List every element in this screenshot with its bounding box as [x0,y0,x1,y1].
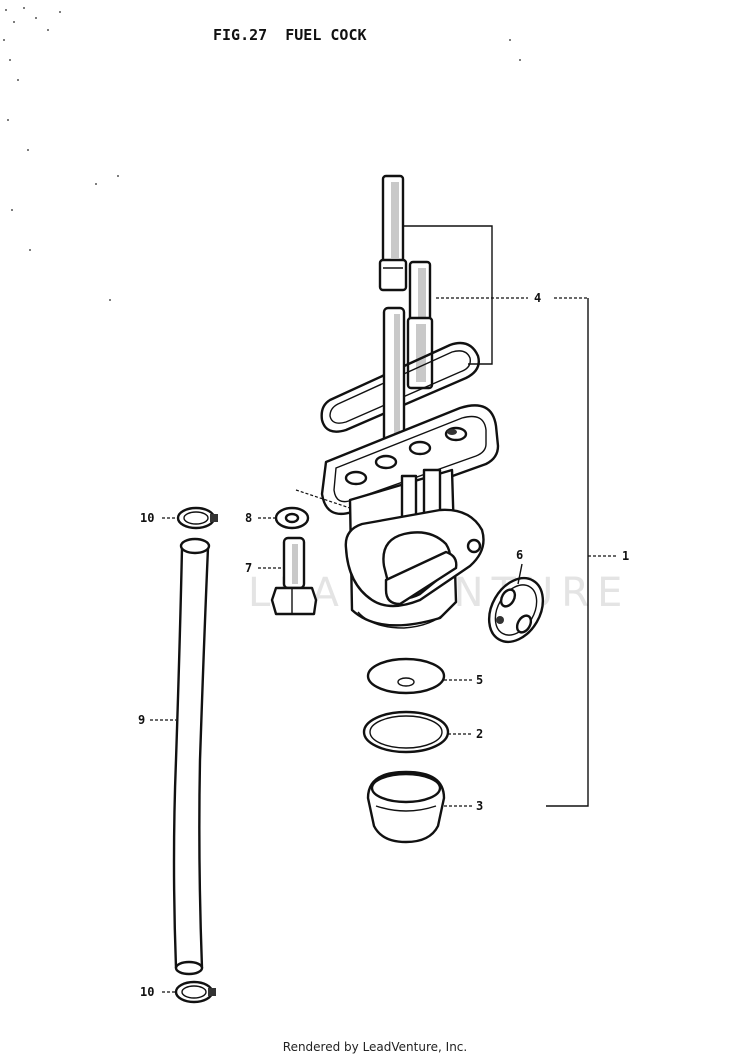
callout-8: 8 [245,511,252,525]
callout-10-bottom: 10 [140,985,154,999]
screw-part-4b [406,260,434,390]
o-ring-part-2 [362,710,450,754]
fuel-hose-part-9 [172,537,211,976]
filter-disc-part-5 [366,657,446,695]
mounting-flange [320,404,500,516]
callout-1: 1 [622,549,629,563]
callout-10-top: 10 [140,511,154,525]
hose-clamp-part-10-bottom [174,980,216,1004]
washer-part-8 [274,506,310,530]
sediment-bowl-part-3 [366,770,446,844]
callout-2: 2 [476,727,483,741]
callout-3: 3 [476,799,483,813]
gasket-ring [320,341,480,433]
hose-clamp-part-10-top [176,506,218,530]
leader-lines [150,225,618,993]
scan-noise [3,7,521,301]
fuel-cock-body [344,468,485,629]
callout-4: 4 [534,291,541,305]
footer-credit: Rendered by LeadVenture, Inc. [282,1040,468,1054]
callout-6: 6 [516,548,523,562]
bolt-part-7 [270,536,318,616]
screw-part-4a [378,174,408,292]
callout-7: 7 [245,561,252,575]
figure-title: FIG.27 FUEL COCK [213,26,367,44]
callout-5: 5 [476,673,483,687]
callout-9: 9 [138,713,145,727]
lever-plate-part-6 [487,577,545,643]
